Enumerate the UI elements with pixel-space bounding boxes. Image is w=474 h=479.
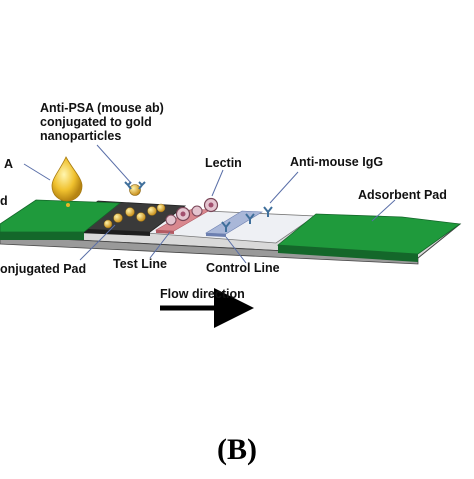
test-line-label: Test Line	[113, 257, 167, 271]
anti-psa-label: Anti-PSA (mouse ab) conjugated to gold n…	[40, 101, 164, 143]
sample-pad-label-partial: d	[0, 194, 8, 208]
conjugated-pad-label: onjugated Pad	[0, 262, 87, 276]
sample-drop	[51, 156, 83, 207]
adsorbent-pad-label: Adsorbent Pad	[358, 188, 447, 202]
lectin-label: Lectin	[205, 156, 242, 170]
anti-psa-label-line2: conjugated to gold	[40, 115, 152, 129]
antibody-gold-conjugate	[124, 181, 146, 196]
anti-psa-label-line3: nanoparticles	[40, 129, 122, 143]
psa-label-partial: A	[4, 157, 14, 171]
flow-direction-label: Flow direction	[160, 287, 245, 301]
anti-mouse-igg-label: Anti-mouse IgG	[290, 155, 384, 169]
lectin-molecules	[165, 197, 219, 226]
sample-pad	[0, 199, 122, 240]
panel-letter: (B)	[217, 433, 257, 466]
gold-nanoparticles	[103, 203, 166, 229]
control-line-label: Control Line	[206, 261, 280, 275]
leader-lines	[23, 144, 396, 264]
anti-mouse-igg-molecules	[221, 206, 273, 232]
absorbent-pad	[276, 213, 462, 262]
anti-psa-label-line1: Anti-PSA (mouse ab)	[40, 101, 164, 115]
